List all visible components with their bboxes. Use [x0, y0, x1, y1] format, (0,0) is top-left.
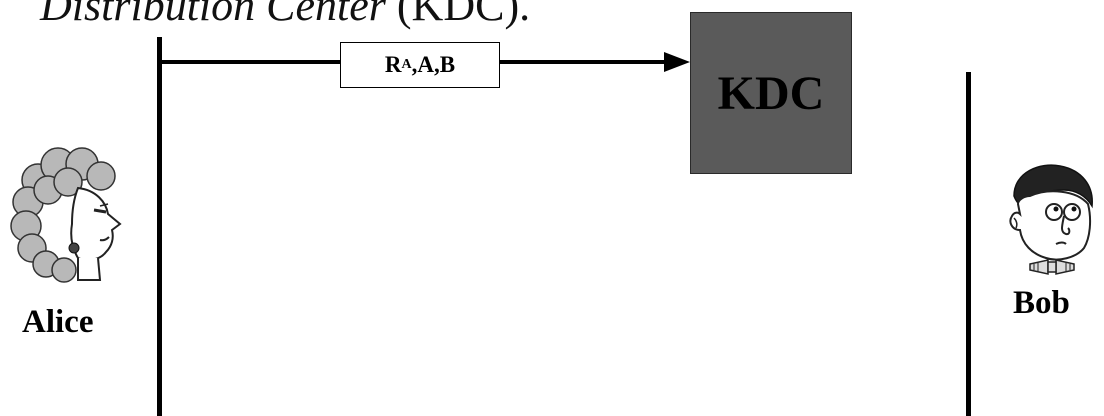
alice-avatar-icon [10, 147, 122, 283]
bob-label: Bob [1013, 285, 1070, 321]
message-subscript: A [401, 57, 412, 72]
heading-plain-text: (KDC). [385, 0, 531, 30]
kdc-box: KDC [690, 12, 852, 174]
bob-avatar-icon [1009, 164, 1093, 275]
heading-fragment: Distribution Center (KDC). [40, 0, 530, 34]
message-rest-text: ,A,B [411, 52, 456, 77]
alice-lifeline [157, 37, 162, 416]
kdc-label: KDC [717, 66, 825, 120]
message-arrowhead-icon [664, 52, 690, 72]
bob-lifeline [966, 72, 971, 416]
heading-italic-text: Distribution Center [40, 0, 386, 30]
message-r-text: R [384, 52, 402, 77]
alice-label: Alice [22, 304, 94, 340]
